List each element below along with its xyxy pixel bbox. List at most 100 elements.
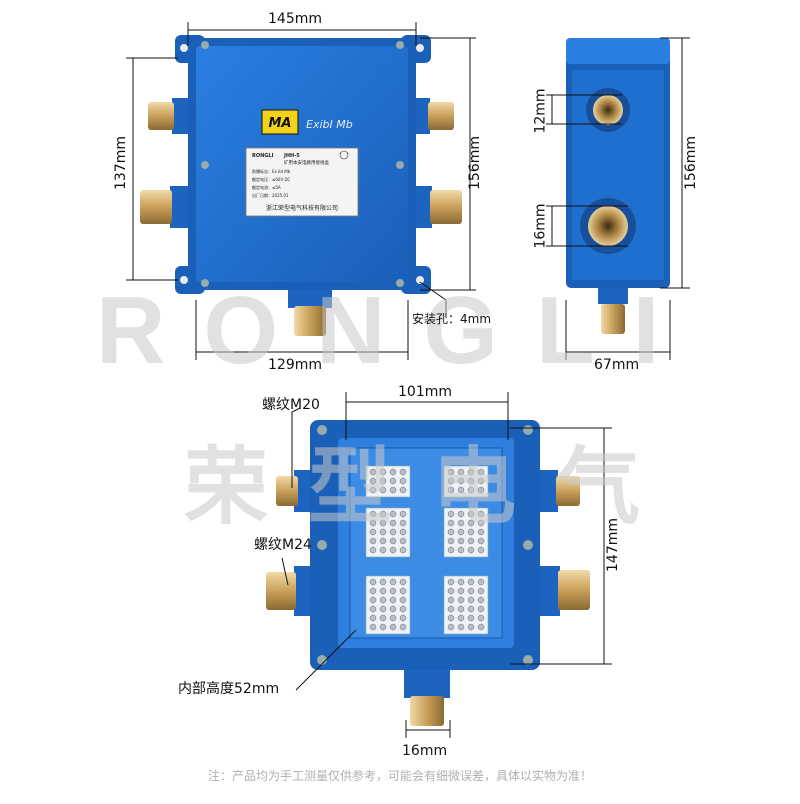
- screw-icon: [523, 540, 533, 550]
- right-lower-gland: [408, 186, 462, 228]
- nameplate: RONGLI JHH-5 矿用本安电路用接线盒 防爆标志：Ex ibI Mb 额…: [245, 147, 359, 217]
- mount-hole-icon: [180, 44, 188, 52]
- terminal-screw-icon: [477, 623, 485, 631]
- screw-icon: [396, 161, 404, 169]
- terminal-screw-icon: [447, 596, 455, 604]
- terminal-screw-icon: [389, 477, 397, 485]
- terminal-screw-icon: [467, 587, 475, 595]
- terminal-screw-icon: [457, 468, 465, 476]
- terminal-screw-icon: [399, 578, 407, 586]
- screw-icon: [523, 655, 533, 665]
- terminal-screw-icon: [369, 614, 377, 622]
- side-lower-entry: [588, 206, 628, 246]
- dim-inner-width: 101mm: [398, 384, 452, 400]
- terminal-screw-icon: [467, 623, 475, 631]
- terminal-screw-icon: [399, 546, 407, 554]
- mount-hole-icon: [180, 276, 188, 284]
- terminal-screw-icon: [447, 587, 455, 595]
- terminal-screw-icon: [477, 468, 485, 476]
- terminal-screw-icon: [457, 519, 465, 527]
- side-bottom-gland: [601, 304, 625, 334]
- terminal-screw-icon: [369, 486, 377, 494]
- terminal-screw-icon: [457, 528, 465, 536]
- terminal-screw-icon: [379, 587, 387, 595]
- terminal-screw-icon: [467, 578, 475, 586]
- open-view: [266, 420, 590, 726]
- terminal-screw-icon: [379, 486, 387, 494]
- terminal-screw-icon: [379, 468, 387, 476]
- terminal-screw-icon: [447, 519, 455, 527]
- terminal-screw-icon: [457, 578, 465, 586]
- screw-icon: [317, 655, 327, 665]
- label-thread-m24: 螺纹M24: [254, 537, 312, 553]
- terminal-screw-icon: [467, 519, 475, 527]
- terminal-screw-icon: [399, 468, 407, 476]
- dim-top-width: 145mm: [268, 11, 322, 27]
- open-left-lower-gland: [266, 566, 318, 616]
- side-view: [566, 38, 670, 334]
- dim-side-lower-entry: 16mm: [532, 203, 549, 249]
- terminal-screw-icon: [477, 614, 485, 622]
- open-bottom-gland: [404, 664, 450, 726]
- terminal-screw-icon: [447, 477, 455, 485]
- terminal-screw-icon: [399, 605, 407, 613]
- terminal-screw-icon: [477, 546, 485, 554]
- terminal-screw-icon: [379, 614, 387, 622]
- nameplate-model: JHH-5: [283, 153, 300, 159]
- terminal-screw-icon: [477, 596, 485, 604]
- terminal-screw-icon: [447, 578, 455, 586]
- terminal-screw-icon: [379, 477, 387, 485]
- terminal-screw-icon: [467, 605, 475, 613]
- terminal-screw-icon: [379, 519, 387, 527]
- terminal-screw-icon: [369, 546, 377, 554]
- label-thread-m20: 螺纹M20: [262, 397, 320, 413]
- terminal-screw-icon: [379, 528, 387, 536]
- terminal-screw-icon: [369, 578, 377, 586]
- terminal-screw-icon: [467, 468, 475, 476]
- terminal-screw-icon: [369, 605, 377, 613]
- ma-badge: [261, 109, 299, 135]
- nameplate-row: 额定电压：≤60V DC: [252, 176, 291, 182]
- terminal-screw-icon: [389, 587, 397, 595]
- terminal-screw-icon: [389, 578, 397, 586]
- mount-hole-icon: [416, 276, 424, 284]
- terminal-screw-icon: [399, 486, 407, 494]
- terminal-screw-icon: [447, 468, 455, 476]
- terminal-screw-icon: [457, 596, 465, 604]
- terminal-screw-icon: [399, 587, 407, 595]
- label-inner-depth: 内部高度52mm: [178, 681, 280, 697]
- terminal-screw-icon: [369, 510, 377, 518]
- terminal-screw-icon: [477, 587, 485, 595]
- terminal-screw-icon: [369, 528, 377, 536]
- nameplate-row: 防爆标志：Ex ibI Mb: [252, 168, 291, 174]
- terminal-screw-icon: [379, 510, 387, 518]
- terminal-screw-icon: [389, 623, 397, 631]
- cert-icon: [339, 150, 349, 160]
- terminal-screw-icon: [389, 537, 397, 545]
- left-lower-gland: [140, 186, 194, 228]
- terminal-screw-icon: [379, 623, 387, 631]
- terminal-screw-icon: [467, 537, 475, 545]
- terminal-screw-icon: [447, 486, 455, 494]
- nameplate-brand: RONGLI: [252, 153, 274, 159]
- terminal-screw-icon: [379, 578, 387, 586]
- terminal-screw-icon: [369, 587, 377, 595]
- ex-mark: ExibI Mb: [306, 118, 353, 131]
- nameplate-row: 额定电流：≤5A: [252, 184, 281, 190]
- screw-icon: [523, 425, 533, 435]
- terminal-blocks: [365, 465, 489, 635]
- terminal-screw-icon: [457, 510, 465, 518]
- terminal-screw-icon: [447, 510, 455, 518]
- terminal-screw-icon: [369, 477, 377, 485]
- terminal-screw-icon: [399, 537, 407, 545]
- terminal-screw-icon: [477, 578, 485, 586]
- terminal-screw-icon: [447, 528, 455, 536]
- terminal-screw-icon: [447, 546, 455, 554]
- terminal-screw-icon: [389, 528, 397, 536]
- terminal-screw-icon: [369, 468, 377, 476]
- terminal-screw-icon: [457, 477, 465, 485]
- dim-side-width: 67mm: [594, 357, 640, 373]
- dim-inner-height: 147mm: [605, 518, 621, 572]
- bottom-gland: [288, 282, 332, 336]
- dim-bottom-entry: 16mm: [402, 743, 448, 759]
